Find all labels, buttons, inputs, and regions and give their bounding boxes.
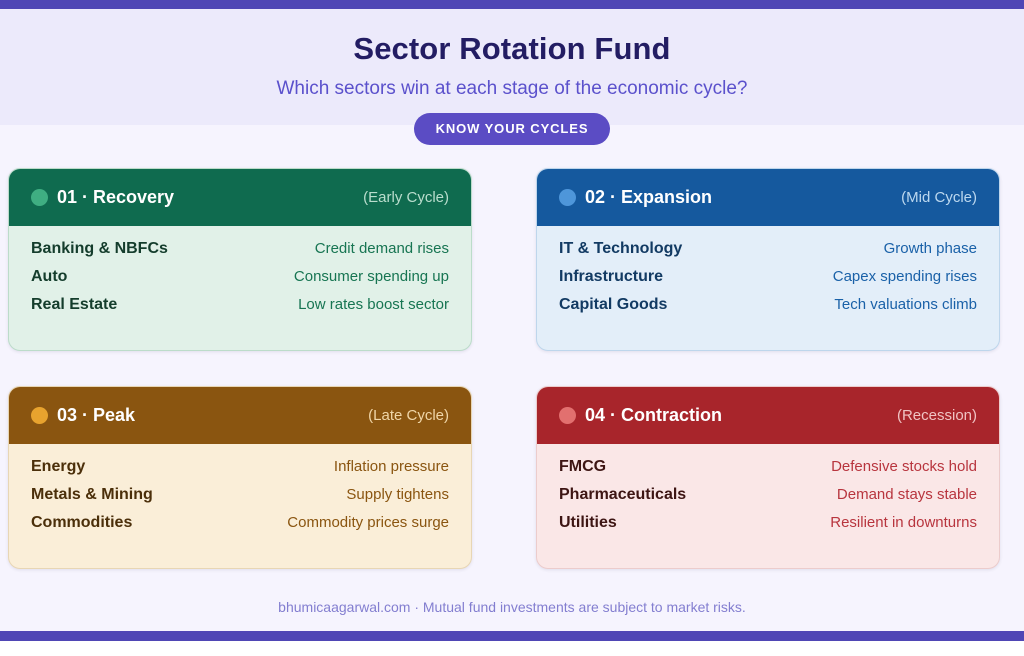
card-title: 01 · Recovery <box>57 187 175 207</box>
card-title: 02 · Expansion <box>585 187 713 207</box>
card-header: 01 · Recovery (Early Cycle) <box>9 169 471 226</box>
sector-row: IT & Technology Growth phase <box>559 240 977 268</box>
header-band <box>0 9 1024 125</box>
card-title: 04 · Contraction <box>585 405 723 425</box>
card-phase-label: (Late Cycle) <box>368 407 449 424</box>
sector-row: Real Estate Low rates boost sector <box>31 296 449 324</box>
sector-row: Energy Inflation pressure <box>31 458 449 486</box>
sector-name: IT & Technology <box>559 240 683 257</box>
status-dot-icon <box>31 189 48 206</box>
sector-name: FMCG <box>559 458 607 475</box>
card-phase-label: (Early Cycle) <box>363 189 449 206</box>
sector-name: Capital Goods <box>559 296 668 313</box>
sector-rationale: Supply tightens <box>346 486 449 503</box>
sector-row: Banking & NBFCs Credit demand rises <box>31 240 449 268</box>
status-dot-icon <box>31 407 48 424</box>
sector-name: Utilities <box>559 514 617 531</box>
sector-name: Energy <box>31 458 86 475</box>
sector-row: Auto Consumer spending up <box>31 268 449 296</box>
sector-row: Infrastructure Capex spending rises <box>559 268 977 296</box>
sector-rationale: Growth phase <box>883 240 977 257</box>
cycle-card-peak[interactable]: 03 · Peak (Late Cycle) Energy Inflation pre… <box>8 386 472 569</box>
sector-row: Commodities Commodity prices surge <box>31 514 449 542</box>
page-title: Sector Rotation Fund <box>353 31 671 66</box>
sector-name: Pharmaceuticals <box>559 486 687 503</box>
cycle-card-contraction[interactable]: 04 · Contraction (Recession) FMCG Defensive… <box>536 386 1000 569</box>
card-phase-label: (Recession) <box>896 407 977 424</box>
card-header: 02 · Expansion (Mid Cycle) <box>537 169 999 226</box>
card-title: 03 · Peak <box>57 405 136 425</box>
cycle-cards-grid: 01 · Recovery (Early Cycle) Banking & NBFC… <box>8 168 1000 569</box>
card-header: 03 · Peak (Late Cycle) <box>9 387 471 444</box>
card-phase-label: (Mid Cycle) <box>901 189 977 206</box>
sector-rationale: Low rates boost sector <box>298 296 449 313</box>
cycle-card-expansion[interactable]: 02 · Expansion (Mid Cycle) IT & Technology… <box>536 168 1000 351</box>
sector-name: Real Estate <box>31 296 118 313</box>
sector-row: Metals & Mining Supply tightens <box>31 486 449 514</box>
bottom-accent-bar <box>0 631 1024 641</box>
sector-rationale: Commodity prices surge <box>287 514 449 531</box>
sector-name: Banking & NBFCs <box>31 240 168 257</box>
badge-container: KNOW YOUR CYCLES <box>0 113 1024 145</box>
sector-name: Auto <box>31 268 68 285</box>
cycle-card-recovery[interactable]: 01 · Recovery (Early Cycle) Banking & NBFC… <box>8 168 472 351</box>
sector-name: Commodities <box>31 514 133 531</box>
sector-row: Utilities Resilient in downturns <box>559 514 977 542</box>
sector-rationale: Resilient in downturns <box>830 514 977 531</box>
status-dot-icon <box>559 189 576 206</box>
status-dot-icon <box>559 407 576 424</box>
sector-row: Pharmaceuticals Demand stays stable <box>559 486 977 514</box>
sector-name: Metals & Mining <box>31 486 153 503</box>
sector-rationale: Credit demand rises <box>314 240 449 257</box>
page-subtitle: Which sectors win at each stage of the e… <box>276 78 748 99</box>
sector-name: Infrastructure <box>559 268 664 285</box>
sector-row: FMCG Defensive stocks hold <box>559 458 977 486</box>
sector-rationale: Demand stays stable <box>836 486 977 503</box>
footer-text: bhumicaagarwal.com · Mutual fund investm… <box>278 599 746 615</box>
sector-row: Capital Goods Tech valuations climb <box>559 296 977 324</box>
sector-rationale: Defensive stocks hold <box>831 458 977 475</box>
bottom-white-strip <box>0 641 1024 656</box>
sector-rationale: Capex spending rises <box>832 268 977 285</box>
know-your-cycles-badge[interactable]: KNOW YOUR CYCLES <box>413 113 611 145</box>
sector-rationale: Tech valuations climb <box>834 296 977 313</box>
sector-rationale: Consumer spending up <box>293 268 449 285</box>
sector-rationale: Inflation pressure <box>333 458 449 475</box>
top-accent-bar <box>0 0 1024 9</box>
card-header: 04 · Contraction (Recession) <box>537 387 999 444</box>
